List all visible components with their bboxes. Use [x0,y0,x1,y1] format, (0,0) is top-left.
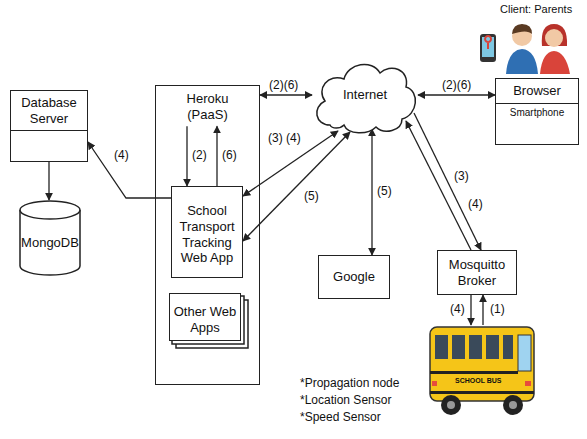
connector [243,131,338,196]
step-number: (4) [467,197,484,211]
node-title: SCHOOL BUS [455,377,502,385]
step-number: (5) [303,189,320,203]
node-title: Internet [343,87,387,103]
school-bus: SCHOOL BUS [425,325,540,417]
database-server-box: Database Server [10,90,88,162]
connector [482,295,483,325]
step-number: (4) [113,148,130,162]
sensor-note: *Speed Sensor [300,410,381,424]
paas-container: Heroku (PaaS) School Transport Tracking W… [155,85,260,385]
internet-cloud: Internet [310,55,420,135]
sensor-note: *Propagation node [300,376,399,390]
mongodb-cylinder: MongoDB [18,200,82,276]
connector [414,113,481,250]
node-title: Mosquitto Broker [441,257,513,288]
node-title: School Transport Tracking Web App [175,203,239,265]
bus-illustration [425,325,540,417]
web-apps-stack-box: Other Web Apps [169,293,241,341]
step-number: (6) [221,148,238,162]
connector [88,142,171,198]
step-number: (4) [449,302,466,316]
connector [418,94,495,95]
connector [371,129,372,255]
node-title: MongoDB [21,235,79,251]
connector [216,126,217,186]
node-title: Google [333,269,375,285]
step-number: (3) [453,169,470,183]
node-title: Heroku (PaaS) [176,91,240,122]
node-subtitle: Smartphone [496,104,578,122]
step-number: (2) [191,148,208,162]
step-number: (2)(6) [268,78,299,92]
node-title: Browser [496,79,578,104]
node-title: Other Web Apps [173,304,237,335]
step-number: (5) [376,184,393,198]
connector [48,162,49,200]
parents-icon [480,24,570,74]
broker-box: Mosquitto Broker [437,250,517,295]
web-app-box: School Transport Tracking Web App [171,186,243,278]
connector [470,295,471,325]
connector [260,94,312,95]
step-number: (2)(6) [441,78,472,92]
connector [406,121,471,250]
step-number: (3) (4) [267,131,302,145]
connector [186,126,187,186]
browser-box: BrowserSmartphone [495,78,579,145]
step-number: (1) [489,302,506,316]
client-label: Client: Parents [500,3,572,15]
sensor-note: *Location Sensor [300,393,391,407]
node-title: Database Server [11,91,87,131]
google-box: Google [318,255,390,299]
